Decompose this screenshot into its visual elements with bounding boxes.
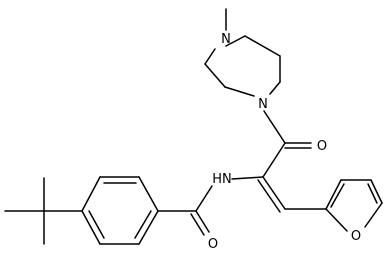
bond-alkene-double <box>257 176 286 213</box>
bond-alpha-nh <box>231 176 264 180</box>
benzene-ring <box>81 176 159 245</box>
bond-n-carbonyl <box>263 110 286 144</box>
furan-ring <box>325 179 383 232</box>
tert-butyl-group <box>4 177 83 245</box>
atom-nh-amide: HN <box>212 172 232 187</box>
bond-ketone-double <box>284 142 312 149</box>
atom-o-furan: O <box>351 229 361 244</box>
bond-nh-amide-carbon <box>195 185 213 212</box>
bond-carbonyl-alpha <box>262 142 286 178</box>
atom-o-ketone: O <box>317 139 327 154</box>
atom-n-methyl: N <box>221 32 231 47</box>
piperazine-ring <box>204 35 281 97</box>
atom-o-amide: O <box>208 237 218 252</box>
bond-amide-double <box>190 210 210 236</box>
atom-n-piperazine-amide: N <box>258 97 268 112</box>
